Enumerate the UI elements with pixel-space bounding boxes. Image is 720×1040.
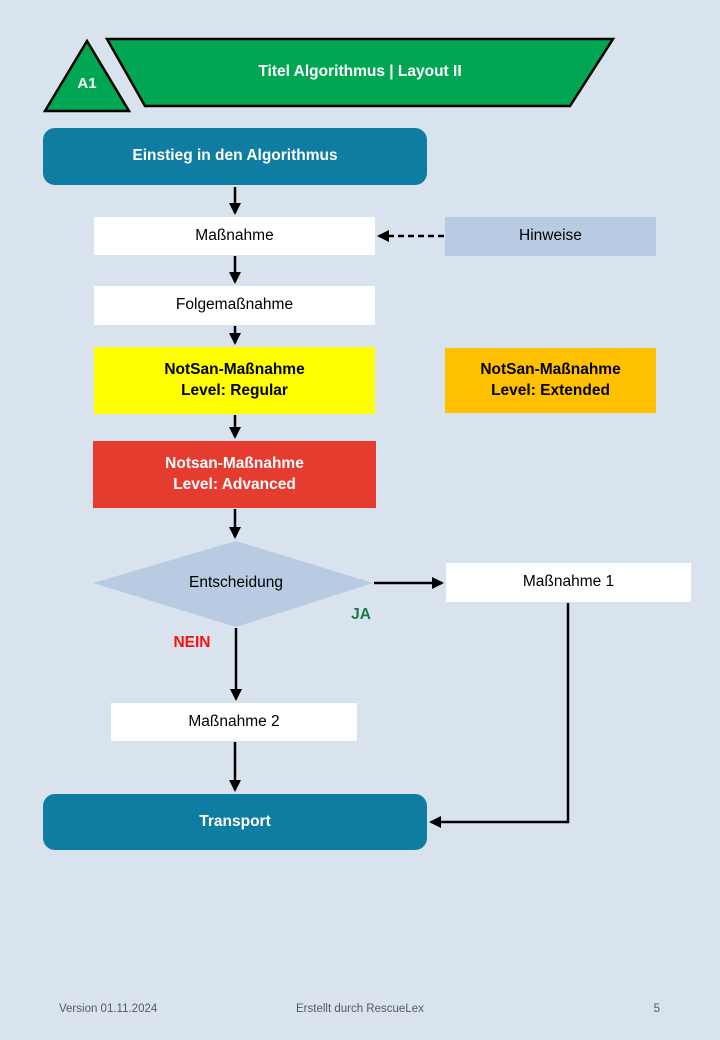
node-notsan-extended: NotSan-Maßnahme Level: Extended (445, 348, 656, 413)
header-badge-label: A1 (77, 75, 97, 93)
footer-page-number: 5 (653, 1003, 660, 1015)
node-massnahme: Maßnahme (94, 217, 375, 255)
notsan-extended-line2: Level: Extended (491, 381, 610, 399)
branch-label-nein: NEIN (173, 633, 211, 651)
notsan-advanced-line2: Level: Advanced (173, 475, 296, 493)
node-folgemassnahme: Folgemaßnahme (94, 286, 375, 325)
header-title-banner (104, 37, 616, 108)
notsan-advanced-line1: Notsan-Maßnahme (165, 455, 304, 473)
footer-version: Version 01.11.2024 (59, 1003, 158, 1015)
node-notsan-advanced: Notsan-Maßnahme Level: Advanced (93, 441, 376, 508)
node-notsan-regular: NotSan-Maßnahme Level: Regular (94, 347, 375, 414)
page-title: Titel Algorithmus | Layout II (258, 63, 462, 81)
node-decision-label: Entscheidung (189, 573, 283, 591)
edge-massnahme1-to-transport (429, 603, 570, 828)
branch-label-ja: JA (351, 605, 371, 623)
notsan-extended-line1: NotSan-Maßnahme (480, 361, 621, 379)
notsan-regular-line1: NotSan-Maßnahme (164, 361, 305, 379)
node-massnahme1: Maßnahme 1 (446, 563, 691, 602)
node-start: Einstieg in den Algorithmus (43, 128, 427, 185)
notsan-regular-line2: Level: Regular (181, 381, 288, 399)
decision-diamond (93, 541, 373, 627)
node-transport: Transport (43, 794, 427, 850)
footer-credit: Erstellt durch RescueLex (296, 1003, 424, 1015)
node-massnahme2: Maßnahme 2 (111, 703, 357, 741)
node-hinweise: Hinweise (445, 217, 656, 256)
header-badge-triangle (42, 38, 132, 113)
